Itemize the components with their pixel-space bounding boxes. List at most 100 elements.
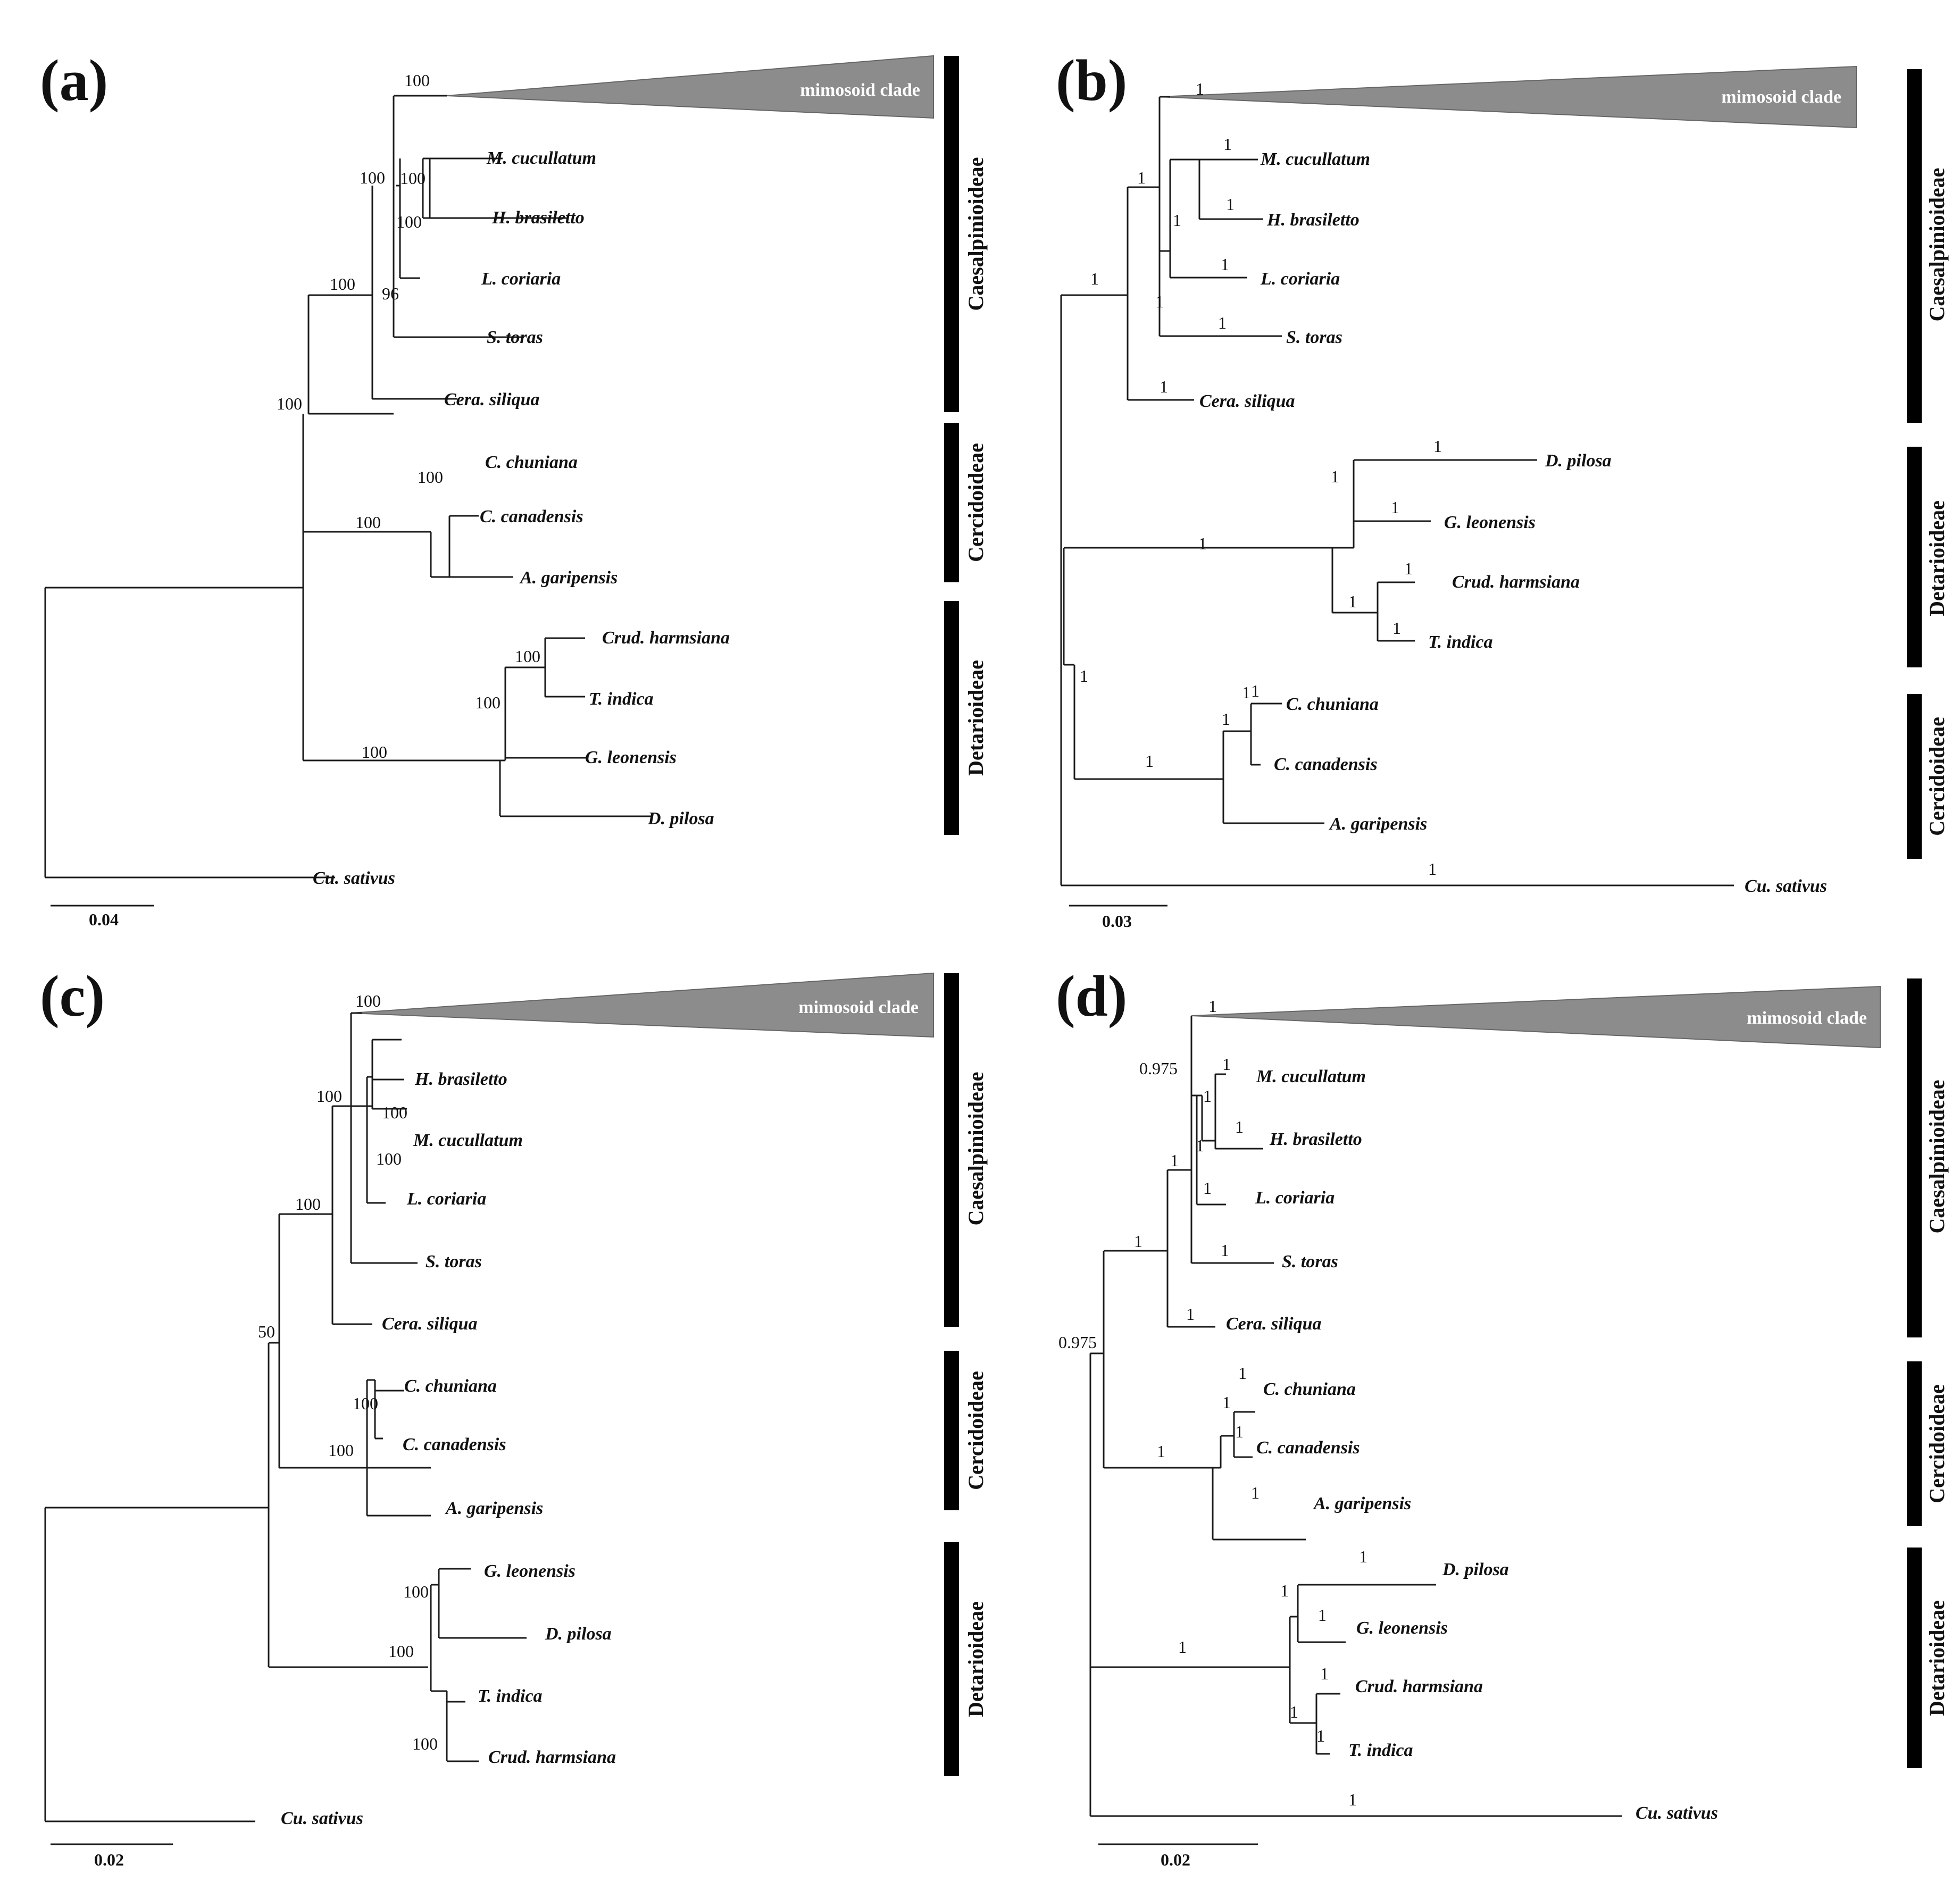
panel-c-taxon-cu-sativus: Cu. sativus bbox=[281, 1809, 363, 1828]
panel-c-support-5: 100 bbox=[376, 1149, 402, 1168]
panel-a-mimosoid-support: 100 bbox=[404, 71, 430, 90]
panel-c-support-3: 100 bbox=[316, 1086, 342, 1106]
panel-a-letter: (a) bbox=[40, 48, 108, 113]
panel-c-branches bbox=[44, 1012, 527, 1822]
panel-c-taxon-c-canadensis: C. canadensis bbox=[403, 1435, 506, 1454]
panel-b-support-6: 1 bbox=[1080, 666, 1088, 685]
panel-b-tip-support-g-leonensis: 1 bbox=[1391, 498, 1399, 517]
panel-c-scale-label: 0.02 bbox=[94, 1850, 124, 1869]
panel-d-collapsed-mimosoid-clade bbox=[1191, 985, 1881, 1049]
panel-d-taxon-cera-siliqua: Cera. siliqua bbox=[1226, 1314, 1321, 1334]
panel-d-taxon-s-toras: S. toras bbox=[1282, 1252, 1338, 1272]
panel-c-taxon-s-toras: S. toras bbox=[426, 1252, 482, 1272]
panel-c-taxon-m-cucullatum: M. cucullatum bbox=[413, 1131, 523, 1150]
panel-d-scale-label: 0.02 bbox=[1161, 1850, 1190, 1869]
panel-b-tip-support-d-pilosa: 1 bbox=[1433, 437, 1442, 456]
panel-b-support-7: 1 bbox=[1331, 467, 1339, 486]
panel-b-support-8: 1 bbox=[1348, 592, 1357, 611]
panel-a-taxon-h-brasiletto: H. brasiletto bbox=[491, 208, 585, 228]
panel-a-support-10: 100 bbox=[475, 693, 501, 712]
panel-d-taxon-crud-harmsiana: Crud. harmsiana bbox=[1355, 1677, 1483, 1696]
panel-b-branches bbox=[1060, 96, 1734, 886]
panel-a-support-7: 100 bbox=[355, 513, 381, 532]
panel-c-taxon-d-pilosa: D. pilosa bbox=[545, 1624, 612, 1644]
panel-d-label-caesalpinioideae: Caesalpinioideae bbox=[1925, 1080, 1949, 1234]
panel-c-taxon-cera-siliqua: Cera. siliqua bbox=[382, 1314, 477, 1334]
panel-d-support-5: 1 bbox=[1196, 1136, 1204, 1155]
panel-d-tip-support-d-pilosa: 1 bbox=[1359, 1547, 1367, 1566]
panel-a-taxon-s-toras: S. toras bbox=[487, 328, 543, 347]
panel-b-taxon-s-toras: S. toras bbox=[1286, 328, 1342, 347]
panel-d-support-1: 0.975 bbox=[1058, 1333, 1097, 1352]
panel-a-branches bbox=[44, 95, 652, 879]
panel-b-tip-support-t-indica: 1 bbox=[1392, 618, 1401, 638]
panel-a-support-4: 96 bbox=[382, 284, 399, 303]
panel-c-label-detarioideae: Detarioideae bbox=[964, 1601, 988, 1717]
panel-b-taxon-crud-harmsiana: Crud. harmsiana bbox=[1452, 572, 1580, 592]
panel-d-mimosoid-clade-label: mimosoid clade bbox=[1747, 1008, 1867, 1028]
panel-d-tip-support-cu-sativus: 1 bbox=[1348, 1790, 1357, 1809]
panel-a-taxon-l-coriaria: L. coriaria bbox=[481, 269, 561, 289]
panel-c-support-4: 100 bbox=[382, 1103, 407, 1122]
panel-b-tip-support-cu-sativus: 1 bbox=[1428, 859, 1437, 879]
panel-b-bar-cercidoideae bbox=[1907, 694, 1922, 859]
panel-b-support-10: 1 bbox=[1222, 709, 1230, 729]
panel-a-taxon-d-pilosa: D. pilosa bbox=[647, 809, 714, 829]
panel-c-support-7: 100 bbox=[353, 1394, 378, 1413]
panel-a-taxon-t-indica: T. indica bbox=[589, 689, 654, 709]
panel-d-taxon-m-cucullatum: M. cucullatum bbox=[1256, 1067, 1366, 1086]
panel-d-tip-support-c-canadensis: 1 bbox=[1235, 1422, 1244, 1441]
panel-b-taxon-c-canadensis: C. canadensis bbox=[1274, 755, 1378, 774]
panel-a-taxon-a-garipensis: A. garipensis bbox=[519, 568, 618, 588]
panel-a-support-9: 100 bbox=[362, 742, 387, 762]
panel-b-taxon-a-garipensis: A. garipensis bbox=[1329, 814, 1427, 834]
panel-b-tip-support-m-cucullatum: 1 bbox=[1223, 135, 1232, 154]
panel-b: (b) mimosoid clade 1 1 1 1 1 1 1 1 1 1 1… bbox=[1056, 48, 1949, 931]
panel-b-label-caesalpinioideae: Caesalpinioideae bbox=[1925, 168, 1949, 322]
panel-c-bar-detarioideae bbox=[944, 1542, 959, 1776]
panel-b-taxon-l-coriaria: L. coriaria bbox=[1260, 269, 1340, 289]
panel-b-letter: (b) bbox=[1056, 48, 1127, 113]
panel-b-bar-caesalpinioideae bbox=[1907, 69, 1922, 423]
panel-a-bar-caesalpinioideae bbox=[944, 56, 959, 412]
panel-a-bar-cercidoideae bbox=[944, 423, 959, 582]
panel-b-taxon-cu-sativus: Cu. sativus bbox=[1745, 876, 1827, 896]
panel-b-tip-support-s-toras: 1 bbox=[1218, 313, 1227, 332]
panel-b-support-2: 1 bbox=[1137, 168, 1146, 187]
panel-b-mimosoid-clade-label: mimosoid clade bbox=[1721, 87, 1841, 107]
panel-a-mimosoid-clade-label: mimosoid clade bbox=[800, 80, 920, 100]
panel-d-mimosoid-support: 1 bbox=[1208, 997, 1217, 1016]
panel-c-bar-cercidoideae bbox=[944, 1351, 959, 1510]
panel-a: (a) mimosoid clade 100 100 100 100 96 10… bbox=[40, 48, 988, 929]
panel-d-tip-support-s-toras: 1 bbox=[1221, 1241, 1229, 1260]
panel-d-taxon-t-indica: T. indica bbox=[1348, 1741, 1413, 1760]
panel-d-bar-detarioideae bbox=[1907, 1548, 1922, 1768]
panel-b-tip-support-l-coriaria: 1 bbox=[1221, 255, 1229, 274]
panel-d-support-8: 1 bbox=[1222, 1393, 1231, 1412]
panel-d-bar-cercidoideae bbox=[1907, 1361, 1922, 1526]
panel-a-support-1: 100 bbox=[277, 394, 302, 413]
panel-d-support-11: 1 bbox=[1290, 1702, 1298, 1721]
panel-c-taxon-a-garipensis: A. garipensis bbox=[445, 1499, 543, 1518]
panel-c-mimosoid-clade-label: mimosoid clade bbox=[798, 998, 919, 1017]
panel-c-taxon-h-brasiletto: H. brasiletto bbox=[414, 1069, 507, 1089]
panel-b-label-detarioideae: Detarioideae bbox=[1925, 500, 1949, 616]
panel-d-tip-support-t-indica: 1 bbox=[1316, 1726, 1325, 1745]
panel-d-letter: (d) bbox=[1056, 964, 1127, 1028]
panel-d-support-6: 1 bbox=[1203, 1086, 1212, 1106]
panel-d-support-4: 0.975 bbox=[1139, 1059, 1178, 1078]
panel-a-taxon-crud-harmsiana: Crud. harmsiana bbox=[602, 628, 730, 648]
panel-c-letter: (c) bbox=[40, 964, 105, 1028]
panel-b-scale-label: 0.03 bbox=[1102, 911, 1132, 931]
panel-b-support-4: 1 bbox=[1155, 292, 1164, 311]
panel-c-support-10: 100 bbox=[412, 1734, 438, 1753]
panel-c-support-6: 100 bbox=[328, 1441, 354, 1460]
panel-a-taxon-c-canadensis: C. canadensis bbox=[480, 507, 583, 526]
panel-c-support-9: 100 bbox=[403, 1582, 429, 1601]
panel-b-taxon-cera-siliqua: Cera. siliqua bbox=[1199, 391, 1295, 411]
panel-b-taxon-c-chuniana: C. chuniana bbox=[1286, 695, 1379, 714]
panel-b-tip-support-cera-siliqua: 1 bbox=[1160, 377, 1168, 396]
panel-b-support-3: 1 bbox=[1173, 211, 1181, 230]
